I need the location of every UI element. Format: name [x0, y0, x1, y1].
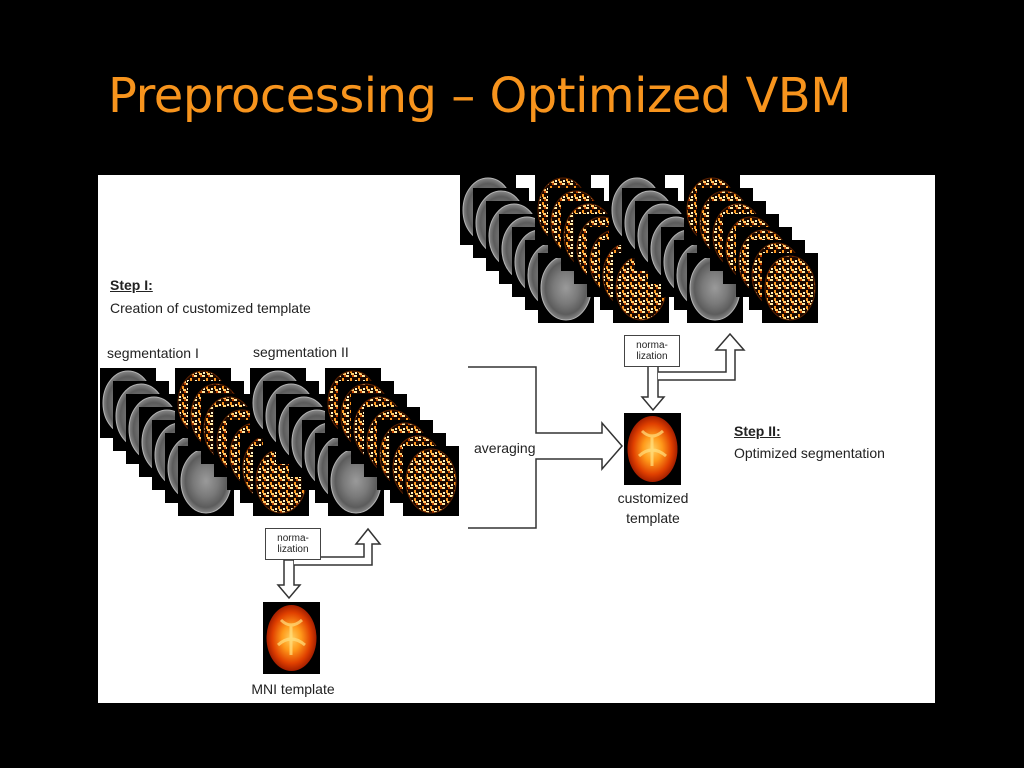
step1-description: Creation of customized template [110, 300, 311, 316]
mri-stack-left-segmented-2 [325, 368, 459, 516]
normalization-label-top-1: norma- [636, 340, 668, 351]
normalization-arrows-left [276, 527, 382, 600]
mni-template-label: MNI template [251, 681, 335, 697]
brain-slice [405, 448, 457, 514]
customized-template-label-2: template [626, 510, 680, 526]
vbm-diagram: Step I: Creation of customized template … [98, 175, 935, 703]
averaging-label: averaging [474, 440, 536, 456]
step2-description: Optimized segmentation [734, 445, 885, 461]
step1-heading: Step I: [110, 277, 153, 293]
customized-template-image [624, 413, 681, 485]
customized-template-label-1: customized [617, 490, 689, 506]
normalization-label-top-2: lization [636, 351, 668, 362]
normalization-label-left-2: lization [277, 544, 309, 555]
slide-title: Preprocessing – Optimized VBM [108, 68, 852, 124]
normalization-box-left: norma- lization [265, 528, 321, 560]
brain-slice [764, 255, 816, 321]
normalization-arrows-top [640, 332, 746, 412]
segmentation-1-label: segmentation I [107, 345, 199, 361]
step2-heading: Step II: [734, 423, 781, 439]
mri-stack-top-segmented-2 [684, 175, 818, 323]
segmentation-2-label: segmentation II [253, 344, 349, 360]
normalization-box-top: norma- lization [624, 335, 680, 367]
averaging-arrow [468, 366, 623, 529]
diagram-graphics [100, 175, 818, 674]
normalization-label-left-1: norma- [277, 533, 309, 544]
mni-template-image [263, 602, 320, 674]
